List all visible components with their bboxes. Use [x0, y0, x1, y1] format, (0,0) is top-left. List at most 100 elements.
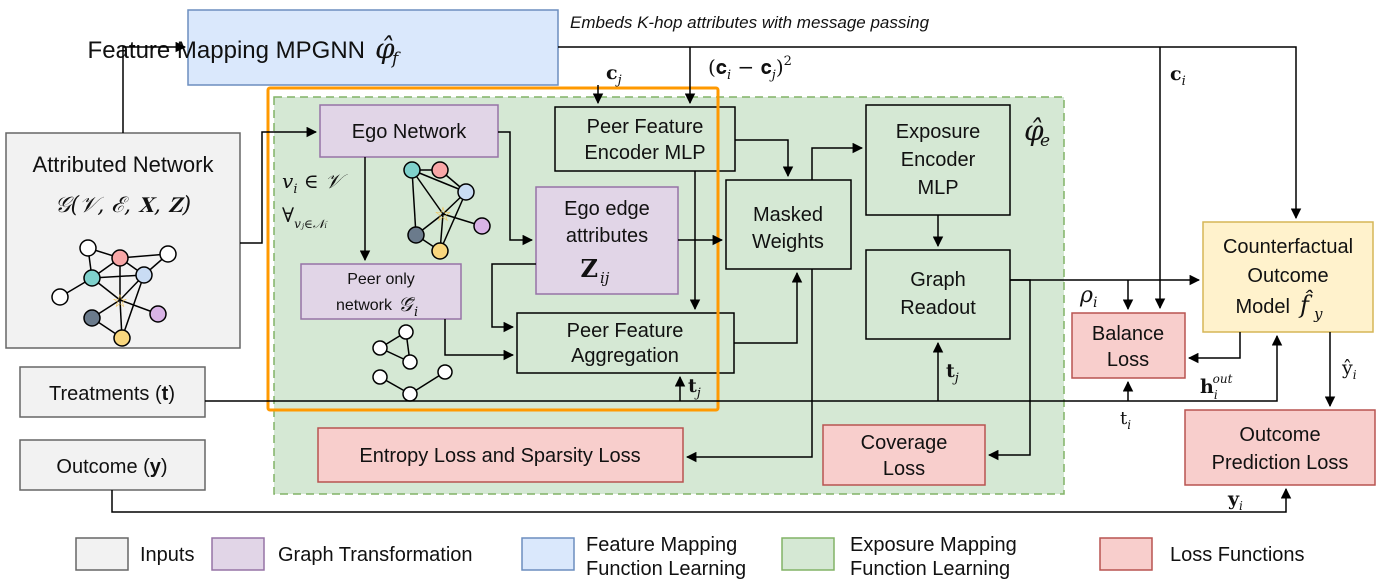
legend-label-exposure-2: Function Learning	[850, 558, 1010, 580]
counterfactual-model-block: Counterfactual Outcome Model f̂ y	[1202, 221, 1374, 333]
entropy-loss-title: Entropy Loss and Sparsity Loss	[359, 445, 640, 467]
exposure-encoder-line2: Encoder	[901, 149, 976, 171]
diff-sub-i: i	[727, 68, 731, 83]
ego-star-icon: ☆	[434, 204, 452, 226]
counterfactual-line1: Counterfactual	[1223, 236, 1353, 258]
legend-item-loss-functions: Loss Functions	[1099, 537, 1305, 571]
svg-text:Treatments (t): Treatments (t)	[49, 383, 175, 405]
legend-label-inputs: Inputs	[140, 544, 194, 566]
peer-encoder-line2: Encoder MLP	[584, 142, 705, 164]
highlight-outline	[266, 86, 720, 412]
ego-network-title: Ego Network	[352, 121, 467, 143]
ti-base: t	[1120, 408, 1128, 429]
svg-text:𝐜i: 𝐜i	[1170, 63, 1186, 89]
tj-agg-sub: j	[694, 386, 701, 401]
rho-sub: i	[1093, 295, 1097, 311]
vi-base: v	[282, 169, 294, 193]
vi-sub: i	[293, 182, 297, 197]
outcome-loss-line1: Outcome	[1239, 424, 1320, 446]
peer-only-subscript: i	[414, 305, 418, 320]
peer-only-network-block: Peer only network 𝒢̄ i	[300, 263, 462, 320]
yhat-base: ŷ	[1341, 357, 1353, 379]
coverage-loss-line1: Coverage	[861, 432, 948, 454]
phi-e-subscript: e	[1040, 131, 1050, 151]
diff-sub-j: j	[769, 68, 776, 83]
coverage-loss-line2: Loss	[883, 458, 925, 480]
legend-swatch-exposure	[781, 537, 835, 571]
legend-swatch-graph	[211, 537, 265, 571]
legend-label-graph: Graph Transformation	[278, 544, 473, 566]
feature-mapping-block: Feature Mapping MPGNN φ̂ f	[88, 9, 559, 86]
diff-close: )	[776, 55, 784, 79]
graph-readout-line1: Graph	[910, 269, 966, 291]
f-hat-subscript: y	[1313, 305, 1323, 323]
ego-network-block: Ego Network	[319, 104, 499, 158]
phi-e-symbol: φ̂	[1024, 114, 1044, 147]
outcome-loss-line2: Prediction Loss	[1212, 452, 1349, 474]
ti-sub: i	[1127, 418, 1131, 432]
treatments-block: Treatments (t)	[19, 366, 206, 418]
outcome-label: Outcome (	[56, 456, 150, 478]
ego-edge-line2: attributes	[566, 225, 648, 247]
svg-text:𝐲i: 𝐲i	[1227, 488, 1243, 513]
outcome-var: y	[150, 456, 162, 478]
graph-readout-block: Graph Readout	[865, 249, 1011, 340]
balance-loss-block: Balance Loss	[1071, 312, 1186, 379]
outcome-block: Outcome (y)	[19, 439, 206, 491]
legend-swatch-inputs	[75, 537, 129, 571]
phi-f-subscript: f	[390, 49, 401, 69]
coverage-loss-block: Coverage Loss	[822, 424, 986, 486]
ego-edge-symbol: 𝐙	[580, 254, 598, 283]
ego-edge-line1: Ego edge	[564, 198, 650, 220]
h-out-base: 𝐡	[1200, 376, 1214, 398]
legend-swatch-feature	[521, 537, 575, 571]
svg-text:ρi: ρi	[1079, 283, 1097, 311]
peer-only-symbol: 𝒢̄	[398, 292, 416, 316]
svg-text:𝐭j: 𝐭j	[946, 360, 959, 386]
ci-base: 𝐜	[1170, 63, 1182, 85]
ego-edge-subscript: ij	[600, 269, 610, 287]
masked-weights-line2: Weights	[752, 231, 824, 253]
legend-item-feature-mapping: Feature Mapping Function Learning	[521, 534, 746, 580]
svg-text:ti: ti	[1120, 408, 1131, 432]
forall-sub: vⱼ∈𝒩ᵢ	[294, 217, 328, 231]
connectors	[111, 41, 1336, 513]
phi-f-symbol: φ̂	[375, 32, 395, 65]
svg-text:∀vⱼ∈𝒩ᵢ: ∀vⱼ∈𝒩ᵢ	[282, 203, 328, 231]
attributed-graph-icon	[51, 239, 177, 347]
svg-text:Outcome (y): Outcome (y)	[56, 456, 167, 478]
legend: Inputs Graph Transformation Feature Mapp…	[75, 534, 1305, 580]
legend-label-exposure-1: Exposure Mapping	[850, 534, 1017, 556]
attributed-network-title: Attributed Network	[33, 152, 215, 177]
legend-item-inputs: Inputs	[75, 537, 194, 571]
treatments-var: t	[162, 383, 169, 405]
counterfactual-line2: Outcome	[1247, 265, 1328, 287]
legend-item-graph-transformation: Graph Transformation	[211, 537, 473, 571]
yi-sub: i	[1239, 499, 1243, 513]
peer-aggregation-line1: Peer Feature	[567, 320, 684, 342]
tj-readout-base: 𝐭	[946, 360, 955, 382]
balance-loss-line2: Loss	[1107, 349, 1149, 371]
peer-only-line2: network	[336, 297, 393, 314]
svg-text:ŷi: ŷi	[1341, 357, 1357, 382]
legend-label-feature-1: Feature Mapping	[586, 534, 737, 556]
tj-agg-base: 𝐭	[688, 375, 697, 397]
star-icon: ☆	[112, 291, 128, 311]
h-out-sub: i	[1214, 388, 1218, 402]
treatments-label: Treatments (	[49, 383, 162, 405]
attributed-network-block: Attributed Network 𝒢(𝒱, ℰ, 𝐗, 𝐙) ☆	[5, 132, 241, 349]
peer-feature-encoder-block: Peer Feature Encoder MLP	[554, 106, 736, 172]
masked-weights-line1: Masked	[753, 204, 823, 226]
cj-sub: j	[615, 73, 622, 88]
legend-label-loss: Loss Functions	[1170, 544, 1305, 566]
tj-readout-sub: j	[952, 371, 959, 386]
peer-only-line1: Peer only	[347, 271, 415, 288]
feature-mapping-title: Feature Mapping MPGNN	[88, 37, 365, 64]
yhat-sub: i	[1353, 368, 1357, 382]
legend-item-exposure-mapping: Exposure Mapping Function Learning	[781, 534, 1017, 580]
diff-open: (𝐜	[708, 55, 727, 79]
ci-sub: i	[1182, 74, 1186, 89]
outcome-prediction-loss-block: Outcome Prediction Loss	[1184, 409, 1376, 486]
graph-readout-line2: Readout	[900, 297, 976, 319]
